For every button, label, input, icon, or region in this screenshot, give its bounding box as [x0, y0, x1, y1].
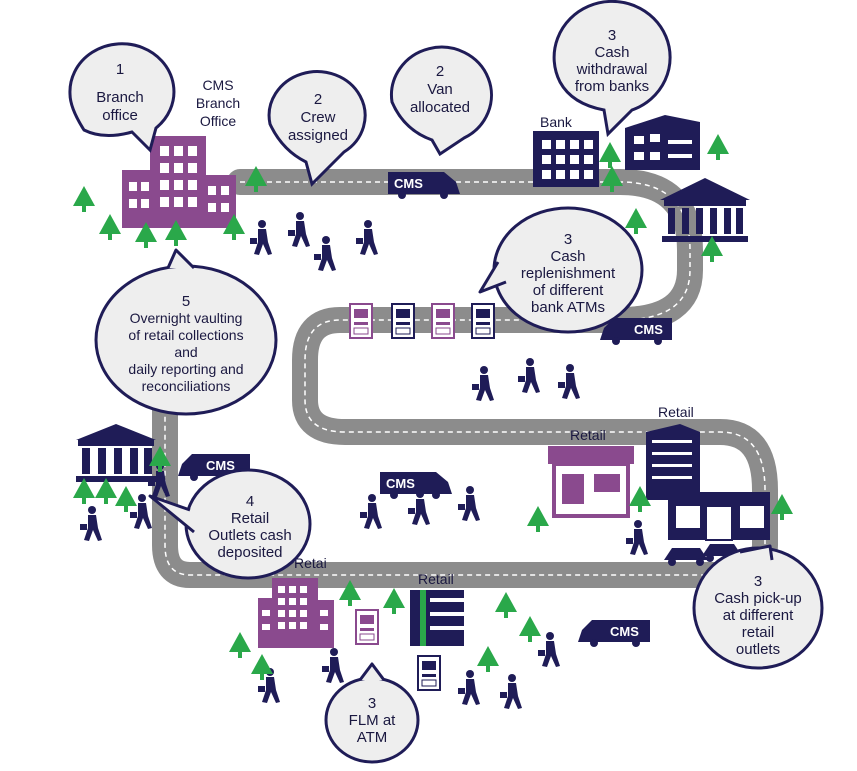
svg-text:Overnight vaulting: Overnight vaulting — [130, 310, 243, 326]
svg-text:Office: Office — [200, 113, 237, 129]
svg-text:CMS: CMS — [634, 322, 663, 337]
svg-text:Branch: Branch — [196, 95, 240, 111]
svg-text:outlets: outlets — [736, 641, 780, 658]
retail-tower-icon — [646, 424, 700, 500]
bank-label: Bank — [540, 114, 573, 130]
retail-building-icon — [258, 578, 334, 648]
svg-text:office: office — [102, 107, 138, 124]
svg-text:withdrawal: withdrawal — [576, 61, 648, 78]
retail-label: Retail — [418, 571, 454, 587]
bank-left-icon — [76, 424, 156, 482]
svg-text:Retail: Retail — [231, 510, 269, 527]
svg-text:3: 3 — [608, 27, 616, 44]
shop-icon — [548, 446, 634, 518]
svg-text:reconciliations: reconciliations — [142, 378, 231, 394]
svg-text:2: 2 — [436, 63, 444, 80]
svg-text:of different: of different — [533, 282, 604, 299]
atm-icon — [391, 303, 415, 339]
bubble-cash-deposited: 4 Retail Outlets cash deposited — [148, 468, 312, 580]
svg-text:deposited: deposited — [217, 544, 282, 561]
svg-text:and: and — [174, 344, 197, 360]
svg-text:3: 3 — [564, 231, 572, 248]
atm-icon — [431, 303, 455, 339]
bubble-cash-pickup: 3 Cash pick-up at different retail outle… — [692, 544, 824, 670]
retail-label: Retai — [294, 555, 327, 571]
svg-text:assigned: assigned — [288, 127, 348, 144]
bubble-branch-office: 1 Branch office — [68, 42, 176, 153]
svg-text:3: 3 — [368, 695, 376, 712]
bubble-flm-atm: 3 FLM at ATM — [324, 662, 420, 764]
svg-text:retail: retail — [742, 624, 775, 641]
svg-text:Cash: Cash — [550, 248, 585, 265]
atm-icon — [417, 655, 441, 691]
svg-text:Branch: Branch — [96, 89, 144, 106]
svg-text:Crew: Crew — [300, 109, 335, 126]
svg-text:CMS: CMS — [206, 458, 235, 473]
svg-text:2: 2 — [314, 91, 322, 108]
svg-text:5: 5 — [182, 293, 190, 310]
bubble-cash-replenishment: 3 Cash replenishment of different bank A… — [478, 206, 644, 334]
bank-columns-icon — [660, 178, 750, 242]
retail-label: Retail — [658, 404, 694, 420]
atm-icon — [349, 303, 373, 339]
svg-text:Outlets cash: Outlets cash — [208, 527, 291, 544]
van-icon: CMS — [578, 620, 650, 647]
store-front-icon — [668, 492, 770, 541]
bubble-crew-assigned: 2 Crew assigned — [267, 70, 367, 187]
atm-icon — [355, 609, 379, 645]
svg-text:daily reporting and: daily reporting and — [128, 361, 243, 377]
cms-building-icon — [122, 136, 236, 228]
svg-text:4: 4 — [246, 493, 254, 510]
retail-label: Retail — [570, 427, 606, 443]
svg-text:Van: Van — [427, 81, 453, 98]
svg-text:bank ATMs: bank ATMs — [531, 299, 605, 316]
svg-text:FLM at: FLM at — [349, 712, 397, 729]
svg-text:at different: at different — [723, 607, 794, 624]
svg-text:Cash: Cash — [594, 44, 629, 61]
svg-text:CMS: CMS — [386, 476, 415, 491]
office-block-icon — [625, 115, 700, 170]
van-icon: CMS — [388, 172, 460, 199]
svg-text:CMS: CMS — [394, 176, 423, 191]
cms-office-label: CMS Branch Office — [196, 77, 240, 129]
svg-text:of retail collections: of retail collections — [128, 327, 243, 343]
van-icon: CMS — [600, 318, 672, 345]
svg-text:Cash pick-up: Cash pick-up — [714, 590, 802, 607]
bubble-cash-withdrawal: 3 Cash withdrawal from banks — [552, 0, 672, 138]
svg-text:from banks: from banks — [575, 78, 649, 95]
bank-building-icon — [533, 131, 599, 187]
svg-text:3: 3 — [754, 573, 762, 590]
svg-text:ATM: ATM — [357, 729, 388, 746]
svg-text:allocated: allocated — [410, 99, 470, 116]
van-icon: CMS — [380, 472, 452, 499]
svg-text:replenishment: replenishment — [521, 265, 616, 282]
bubble-overnight-vaulting: 5 Overnight vaulting of retail collectio… — [94, 248, 278, 416]
svg-text:1: 1 — [116, 61, 124, 78]
atm-icon — [471, 303, 495, 339]
svg-text:CMS: CMS — [610, 624, 639, 639]
bubble-van-allocated: 2 Van allocated — [390, 45, 493, 157]
retail-tower-icon — [410, 590, 490, 646]
svg-text:CMS: CMS — [202, 77, 233, 93]
